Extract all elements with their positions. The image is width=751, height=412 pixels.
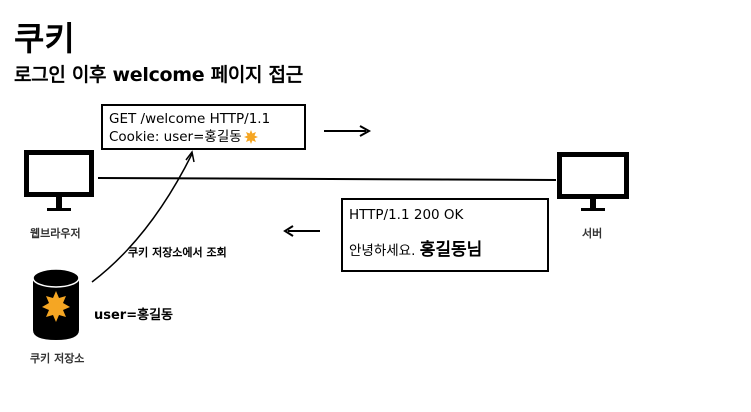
response-body: 안녕하세요. 홍길동님 (349, 240, 541, 261)
response-box: HTTP/1.1 200 OK 안녕하세요. 홍길동님 (341, 198, 549, 272)
browser-label: 웹브라우저 (30, 227, 81, 240)
connection-line (97, 177, 557, 181)
lookup-arrow (91, 153, 193, 283)
request-cookie-text: Cookie: user=홍길동 (109, 129, 242, 145)
request-line: GET /welcome HTTP/1.1 (109, 111, 271, 127)
response-greeting: 안녕하세요. (349, 243, 416, 259)
server-monitor-icon (557, 152, 629, 211)
cookie-store-cylinder-icon (32, 268, 80, 340)
stored-cookie-value: user=홍길동 (94, 308, 173, 323)
browser-monitor-icon (24, 150, 94, 211)
response-status: HTTP/1.1 200 OK (349, 207, 464, 223)
cookie-sun-icon (42, 291, 70, 322)
cookie-store-label: 쿠키 저장소 (30, 352, 85, 365)
request-cookie-header: Cookie: user=홍길동 (109, 128, 298, 146)
response-name: 홍길동님 (419, 240, 483, 260)
sun-icon (243, 130, 258, 144)
server-label: 서버 (582, 227, 603, 240)
request-box: GET /welcome HTTP/1.1 Cookie: user=홍길동 (101, 104, 306, 150)
lookup-label: 쿠키 저장소에서 조회 (128, 246, 227, 259)
page-subtitle: 로그인 이후 welcome 페이지 접근 (14, 64, 303, 86)
page-title: 쿠키 (14, 19, 75, 58)
